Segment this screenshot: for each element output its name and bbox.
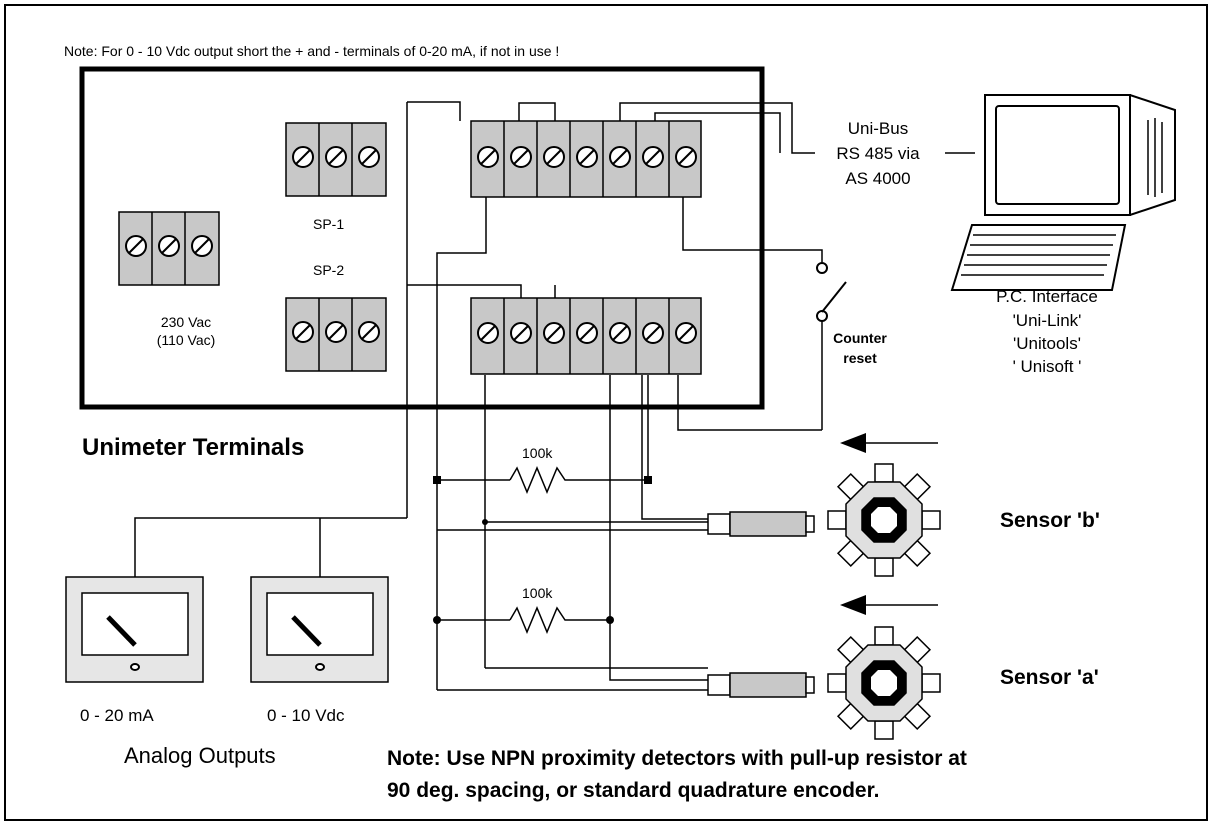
sp2-label: SP-2 (313, 262, 345, 278)
bus-label-1: Uni-Bus (847, 119, 909, 138)
bottom-note-line1: Note: Use NPN proximity detectors with p… (387, 747, 967, 770)
pc-label-1: P.C. Interface (996, 287, 1098, 306)
terminal-block-top (470, 120, 702, 198)
counter-reset-label-2: reset (843, 350, 877, 366)
junction-dots (433, 476, 652, 624)
sensor-a-label: Sensor 'a' (1000, 666, 1099, 689)
proximity-sensor-icon (707, 511, 815, 537)
meter1-label: 0 - 20 mA (80, 706, 154, 725)
proximity-sensor-icon (707, 672, 815, 698)
wires (134, 101, 975, 691)
analog-meter-icon (250, 576, 389, 683)
resistor-bottom-value: 100k (522, 585, 553, 601)
bus-label-2: RS 485 via (836, 144, 920, 163)
switch-icon (816, 262, 847, 322)
terminal-block-power (118, 211, 220, 286)
gear-wheel-icon (827, 463, 941, 577)
analog-outputs-title: Analog Outputs (124, 743, 276, 768)
analog-meter-icon (65, 576, 204, 683)
terminal-block-sp1 (285, 122, 387, 197)
sp1-label: SP-1 (313, 216, 345, 232)
terminal-block-sp2 (285, 297, 387, 372)
terminal-block-bottom (470, 297, 702, 375)
pc-label-2: 'Uni-Link' (1012, 311, 1082, 330)
pc-label-4: ' Unisoft ' (1012, 357, 1082, 376)
resistor-top-value: 100k (522, 445, 553, 461)
gear-wheel-icon (827, 626, 941, 740)
power-label: 230 Vac (160, 314, 212, 330)
sensor-b-label: Sensor 'b' (1000, 509, 1100, 532)
top-note: Note: For 0 - 10 Vdc output short the + … (64, 43, 560, 59)
unimeter-box (79, 66, 765, 410)
pc-label-3: 'Unitools' (1013, 334, 1081, 353)
resistor-icon (509, 606, 570, 634)
arrow-left-icon (840, 433, 938, 453)
resistor-icon (509, 466, 570, 494)
power-label-alt: (110 Vac) (156, 332, 216, 348)
unimeter-title: Unimeter Terminals (82, 434, 305, 461)
counter-reset-label-1: Counter (833, 330, 887, 346)
computer-icon (950, 94, 1176, 291)
bottom-note-line2: 90 deg. spacing, or standard quadrature … (387, 779, 880, 802)
arrow-left-icon (840, 595, 938, 615)
meter2-label: 0 - 10 Vdc (267, 706, 345, 725)
bus-label-3: AS 4000 (845, 169, 911, 188)
